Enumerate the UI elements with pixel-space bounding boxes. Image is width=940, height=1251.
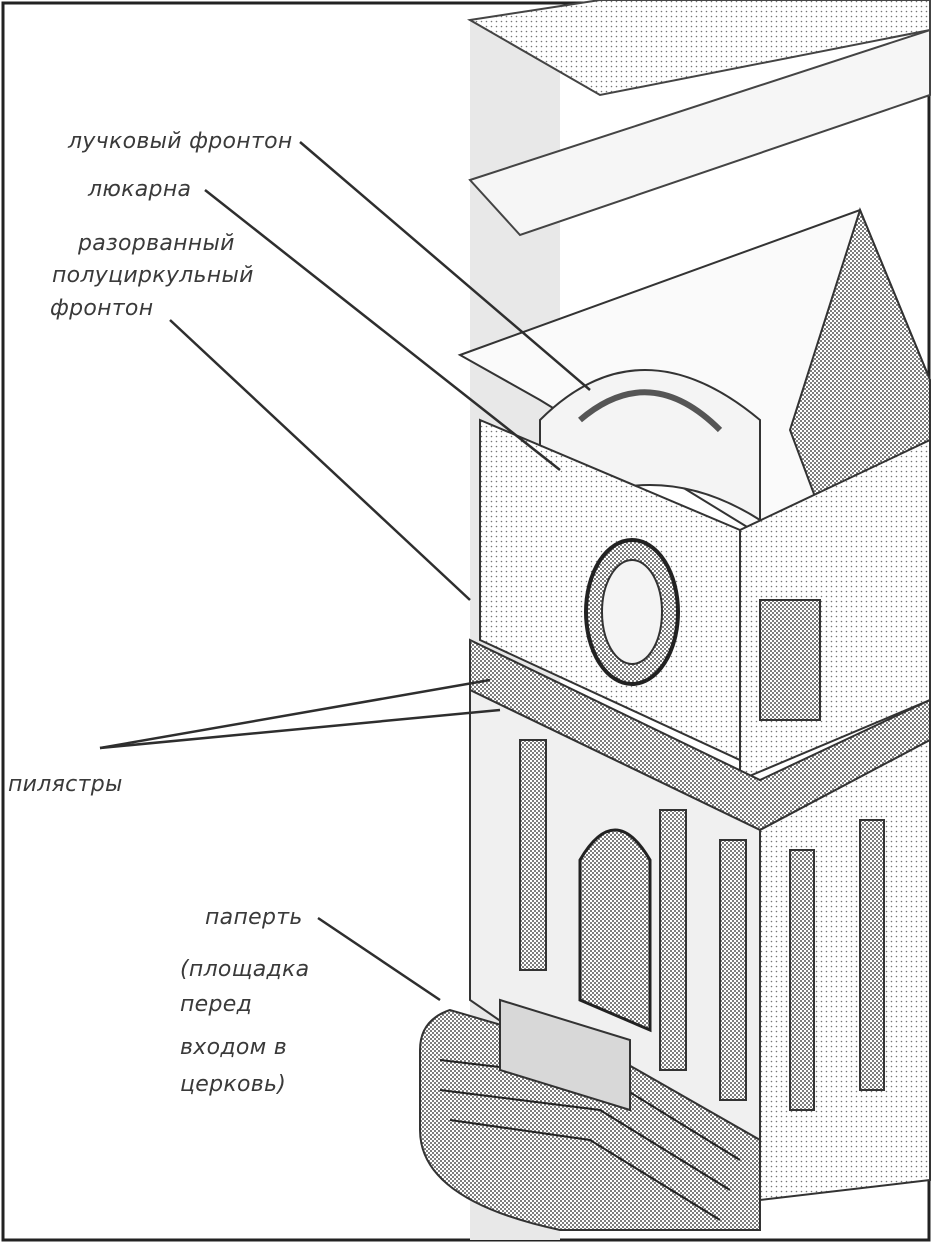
label-lukovy-fronton: лучковый фронтон xyxy=(68,129,293,154)
step-edge-2 xyxy=(439,1089,731,1191)
label-paperte-line4: входом в xyxy=(180,1035,288,1060)
label-lyukarna: люкарна xyxy=(88,177,192,202)
label-paperte-line3: перед xyxy=(180,992,253,1017)
label-pilyastry: пилястры xyxy=(8,772,123,797)
upper-roof xyxy=(467,0,931,97)
leader-pilyastry-1 xyxy=(99,678,491,750)
upper-cornice xyxy=(468,28,931,237)
porch-platform xyxy=(499,998,631,1112)
pilaster-3 xyxy=(719,839,747,1101)
leader-razorvanny-fronton xyxy=(169,319,471,601)
pediment-ornament xyxy=(578,389,723,433)
label-paperte-line1: паперть xyxy=(205,905,303,930)
label-razorvanny-line2: полуциркульный xyxy=(52,263,254,288)
pilaster-2 xyxy=(659,809,687,1071)
side-panel xyxy=(759,599,821,721)
label-razorvanny-line1: разорванный xyxy=(78,231,235,256)
pilaster-5 xyxy=(859,819,885,1091)
label-paperte-line2: (площадка xyxy=(180,957,310,982)
lucarne-glass xyxy=(601,559,663,665)
leader-lukovy-fronton xyxy=(299,141,591,391)
label-paperte-line5: церковь) xyxy=(180,1072,287,1097)
step-edge-3 xyxy=(449,1119,721,1221)
leader-lyukarna xyxy=(204,189,561,471)
leader-pilyastry-2 xyxy=(99,708,501,750)
pilaster-1 xyxy=(519,739,547,971)
arched-doorway xyxy=(578,828,652,1033)
pilaster-4 xyxy=(789,849,815,1111)
label-razorvanny-line3: фронтон xyxy=(50,296,154,321)
leader-paperte xyxy=(317,916,441,1002)
